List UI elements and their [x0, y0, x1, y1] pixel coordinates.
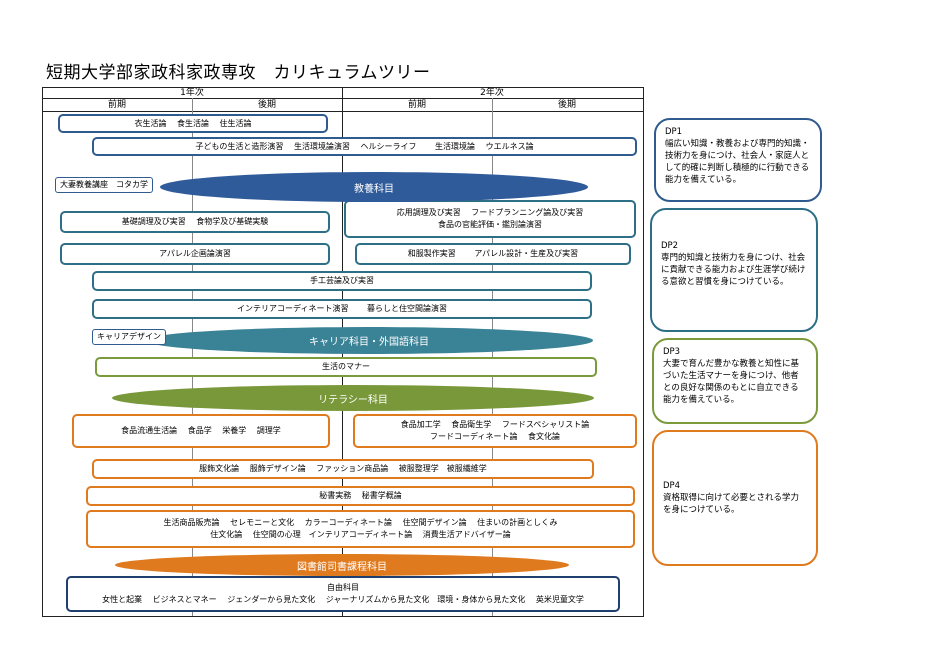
course-box-living-environment: 子どもの生活と造形演習 生活環境論演習 ヘルシーライフ 生活環境論 ウエルネス論	[92, 137, 637, 156]
course-box-secretary: 秘書実務 秘書学概論	[86, 486, 635, 506]
ellipse-label: 教養科目	[354, 183, 394, 195]
course-label: 応用調理及び実習 フードプランニング論及び実習	[396, 208, 584, 217]
ellipse-librarian: 図書館司書課程科目	[115, 554, 569, 576]
course-label: アパレル企画論演習	[159, 249, 231, 258]
header-y1-late: 後期	[257, 100, 276, 110]
course-box-manners: 生活のマナー	[95, 357, 597, 377]
course-box-elective: 自由科目 女性と起業 ビジネスとマネー ジェンダーから見た文化 ジャーナリズムか…	[66, 576, 620, 612]
course-box-living-basics: 衣生活論 食生活論 住生活論	[58, 114, 328, 133]
course-label: インテリアコーディネート演習 暮らしと住空間論演習	[237, 304, 447, 313]
course-label: 食品加工学 食品衛生学 フードスペシャリスト論	[400, 420, 590, 429]
course-label: 基礎調理及び実習 食物学及び基礎実験	[121, 217, 269, 226]
dp3-name: DP3	[663, 347, 681, 357]
header-y1-early: 前期	[107, 100, 126, 110]
course-box-applied-cooking: 応用調理及び実習 フードプランニング論及び実習 食品の官能評価・鑑別論演習	[344, 200, 636, 238]
ellipse-label: 図書館司書課程科目	[297, 561, 387, 573]
course-label: 住文化論 住空間の心理 インテリアコーディネート論 消費生活アドバイザー論	[210, 530, 511, 539]
ellipse-liberal-arts: 教養科目	[160, 172, 588, 202]
course-box-interior: インテリアコーディネート演習 暮らしと住空間論演習	[92, 299, 592, 319]
course-box-handicraft: 手工芸論及び実習	[92, 271, 592, 291]
dp1-name: DP1	[665, 127, 683, 137]
ellipse-literacy: リテラシー科目	[112, 385, 594, 411]
tag-career-design: キャリアデザイン	[92, 329, 166, 345]
dp4-box: DP4 資格取得に向けて必要とされる学力を身につけている。	[652, 430, 818, 566]
course-label: 服飾文化論 服飾デザイン論 ファッション商品論 被服整理学 被服繊維学	[199, 464, 487, 473]
course-label: フードコーディネート論 食文化論	[430, 432, 560, 441]
course-label: 自由科目	[327, 583, 359, 592]
course-box-consumer-living: 生活商品販売論 セレモニーと文化 カラーコーディネート論 住空間デザイン論 住ま…	[86, 510, 635, 548]
page-title: 短期大学部家政科家政専攻 カリキュラムツリー	[46, 63, 431, 83]
course-box-food-specialist: 食品加工学 食品衛生学 フードスペシャリスト論 フードコーディネート論 食文化論	[353, 414, 637, 448]
ellipse-label: リテラシー科目	[318, 394, 388, 406]
dp2-box: DP2 専門的知識と技術力を身につけ、社会に貢献できる能力および生涯学び続ける意…	[650, 208, 818, 332]
ellipse-career-language: キャリア科目・外国語科目	[145, 327, 593, 354]
header-y2-early: 前期	[407, 100, 426, 110]
dp3-box: DP3 大妻で育んだ豊かな教養と知性に基づいた生活マナーを身につけ、他者との良好…	[652, 338, 818, 424]
dp2-text: 専門的知識と技術力を身につけ、社会に貢献できる能力および生涯学び続ける意欲と習慣…	[661, 253, 806, 287]
ellipse-label: キャリア科目・外国語科目	[309, 337, 429, 348]
course-box-kimono: 和服製作実習 アパレル設計・生産及び実習	[355, 243, 631, 265]
tag-otsuma-liberal-course: 大妻教養講座 コタカ学	[55, 177, 153, 193]
header-y2-late: 後期	[557, 100, 576, 110]
course-label: 生活商品販売論 セレモニーと文化 カラーコーディネート論 住空間デザイン論 住ま…	[163, 518, 558, 527]
header-year2: 2年次	[480, 88, 504, 98]
course-label: 衣生活論 食生活論 住生活論	[134, 118, 252, 128]
curriculum-frame	[42, 87, 644, 617]
dp4-text: 資格取得に向けて必要とされる学力を身につけている。	[663, 493, 800, 515]
course-box-food-basics: 食品流通生活論 食品学 栄養学 調理学	[72, 414, 330, 448]
course-box-fashion: 服飾文化論 服飾デザイン論 ファッション商品論 被服整理学 被服繊維学	[92, 459, 594, 479]
course-label: 手工芸論及び実習	[310, 276, 374, 285]
course-label: 秘書実務 秘書学概論	[319, 491, 402, 500]
dp3-text: 大妻で育んだ豊かな教養と知性に基づいた生活マナーを身につけ、他者との良好な関係の…	[663, 359, 800, 405]
course-label: 女性と起業 ビジネスとマネー ジェンダーから見た文化 ジャーナリズムから見た文化…	[102, 595, 584, 604]
dp1-box: DP1 幅広い知識・教養および専門的知識・技術力を身につけ、社会人・家庭人として…	[654, 118, 822, 202]
dp2-name: DP2	[661, 241, 679, 251]
course-label: 生活のマナー	[322, 362, 370, 371]
course-box-apparel-planning: アパレル企画論演習	[60, 243, 330, 265]
course-label: 和服製作実習 アパレル設計・生産及び実習	[407, 249, 579, 258]
course-label: 食品流通生活論 食品学 栄養学 調理学	[121, 426, 281, 435]
course-label: 食品の官能評価・鑑別論演習	[438, 220, 542, 229]
header-year1: 1年次	[180, 88, 204, 98]
course-box-cooking-basics: 基礎調理及び実習 食物学及び基礎実験	[60, 211, 330, 233]
dp4-name: DP4	[663, 481, 681, 491]
dp1-text: 幅広い知識・教養および専門的知識・技術力を身につけ、社会人・家庭人として的確に判…	[665, 139, 810, 185]
course-label: 子どもの生活と造形演習 生活環境論演習 ヘルシーライフ 生活環境論 ウエルネス論	[195, 141, 534, 151]
